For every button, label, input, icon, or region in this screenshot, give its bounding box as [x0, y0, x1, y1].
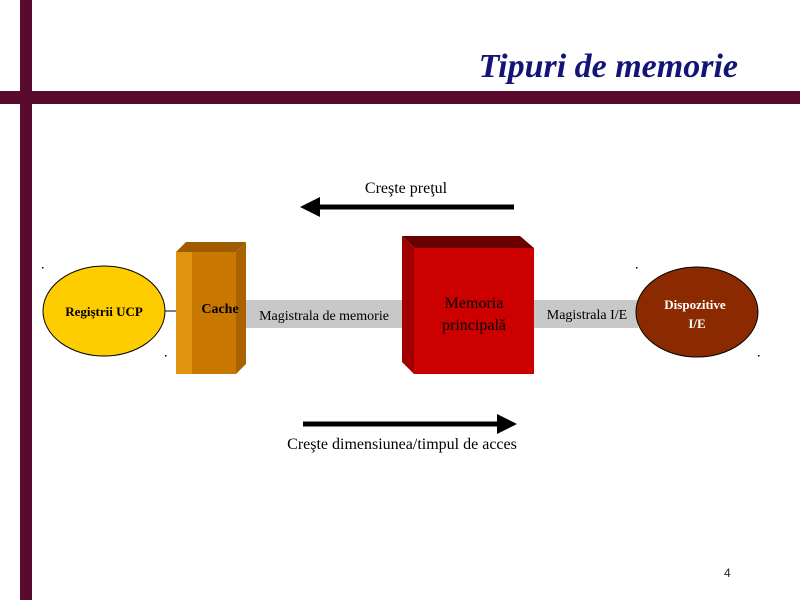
main-memory-label-line1: Memoria: [445, 295, 504, 312]
io-bus-band: [532, 300, 638, 328]
registers-label: Regiştrii UCP: [65, 304, 143, 319]
cache-label: Cache: [201, 302, 238, 317]
io-bus-label: Magistrala I/E: [547, 308, 627, 323]
registers-ucp: [42, 265, 166, 357]
devices-label-line1: Dispozitive: [664, 297, 726, 312]
title-underline-bar: [0, 91, 800, 104]
size-arrow: [303, 414, 517, 434]
price-arrow: [300, 197, 514, 217]
left-frame-bar: [20, 0, 32, 600]
io-devices: [635, 266, 759, 358]
page-number: 4: [724, 566, 731, 580]
size-arrow-label: Creşte dimensiunea/timpul de acces: [287, 436, 517, 453]
cache-block: [176, 242, 246, 374]
devices-label-line2: I/E: [688, 316, 705, 331]
price-arrow-label: Creşte preţul: [365, 180, 448, 197]
main-memory-label-line2: principală: [442, 317, 506, 334]
memory-bus-band: [246, 300, 402, 328]
main-memory-block: [402, 236, 534, 374]
memory-bus-label: Magistrala de memorie: [259, 309, 389, 324]
corner-markers: [42, 267, 760, 357]
slide-title: Tipuri de memorie: [478, 48, 738, 85]
